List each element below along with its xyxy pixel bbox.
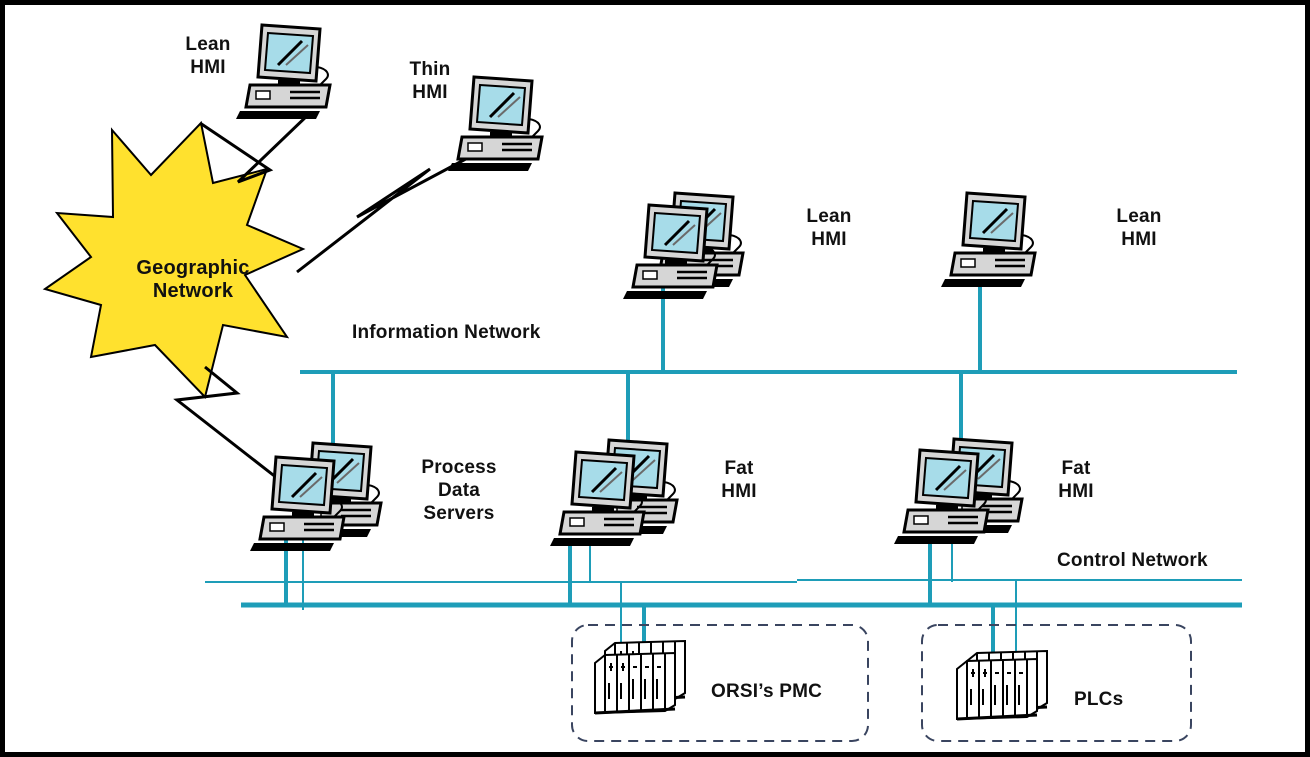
lean-hmi-right-computer-icon [939, 191, 1037, 289]
information-network-label: Information Network [352, 322, 541, 343]
process-data-servers-label: Process Data Servers [421, 457, 497, 524]
plcs-controller-rack-icon [955, 649, 1049, 721]
network-diagram [42, 23, 1242, 742]
information-network-bus [300, 283, 1237, 453]
fat-hmi-right-server-stack-icon [892, 437, 1024, 546]
fat-hmi-right-label: Fat HMI [1058, 458, 1094, 502]
link-process-data-servers [173, 365, 278, 480]
link-thin-hmi [296, 151, 478, 274]
thin-hmi-label: Thin HMI [409, 59, 451, 103]
orsi-pmc-group [571, 624, 869, 742]
lean-hmi-top-computer-icon [234, 23, 332, 121]
fat-hmi-mid-server-stack-icon [548, 438, 679, 548]
lean-hmi-mid-server-stack-icon [621, 191, 745, 301]
fat-hmi-mid-label: Fat HMI [721, 458, 757, 502]
orsi-pmc-label: ORSI’s PMC [711, 681, 823, 702]
process-data-servers-server-stack-icon [248, 441, 383, 553]
orsi-pmc-controller-rack-icon [593, 639, 687, 715]
lean-hmi-top-label: Lean HMI [185, 34, 231, 78]
lean-hmi-mid-label: Lean HMI [806, 206, 852, 250]
control-network-label: Control Network [1057, 550, 1208, 571]
geographic-network-starburst [42, 120, 306, 399]
link-lean-hmi-top [199, 111, 312, 184]
lean-hmi-right-label: Lean HMI [1116, 206, 1162, 250]
control-network-bus [205, 537, 1242, 657]
geographic-network-label: Geographic Network [136, 257, 250, 302]
plcs-label: PLCs [1074, 689, 1124, 710]
